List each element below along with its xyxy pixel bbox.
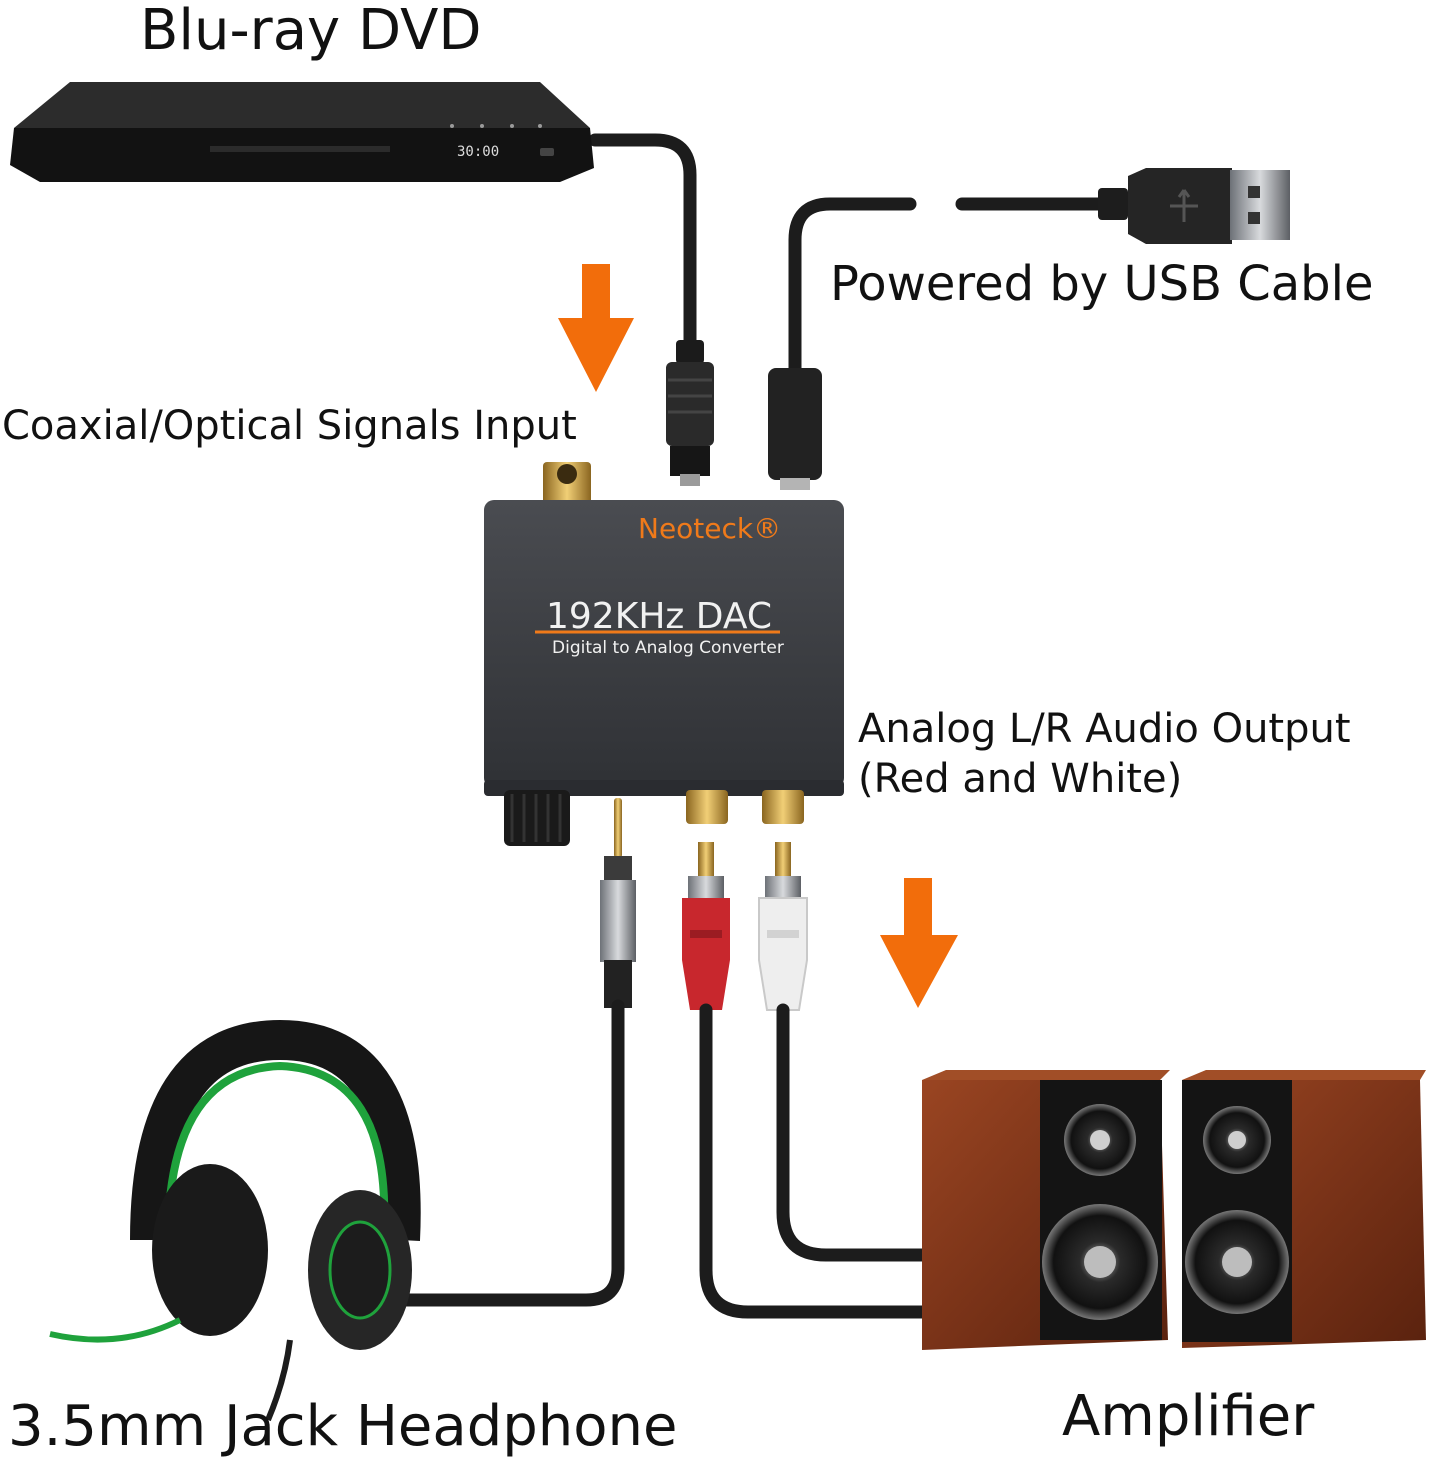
player-disc-tray (210, 146, 390, 152)
optical-connector-icon (666, 340, 714, 486)
label-usb-power: Powered by USB Cable (830, 256, 1374, 312)
cables-actual (393, 999, 929, 1319)
label-analog-output-line2: (Red and White) (858, 756, 1183, 802)
upper-cables (588, 133, 1107, 377)
player-display: 30:00 (457, 144, 500, 160)
dac-device (484, 462, 844, 846)
rca-output-jack-right (762, 790, 804, 824)
label-signal-input: Coaxial/Optical Signals Input (2, 403, 577, 449)
volume-knob (504, 790, 570, 846)
player-led (510, 124, 514, 128)
speaker-left (922, 1070, 1170, 1350)
player-led (538, 124, 542, 128)
micro-usb-connector-icon (768, 368, 822, 490)
player-front (10, 128, 594, 182)
down-arrow-icon (558, 264, 634, 392)
rca-output-jack-left (686, 790, 728, 824)
jack-connector-icon (600, 798, 636, 1008)
label-analog-output-line1: Analog L/R Audio Output (858, 706, 1351, 752)
player-usb-port (540, 148, 554, 156)
cable-white-actual (776, 1003, 929, 1262)
rca-connector-icon (682, 842, 730, 1010)
dac-bottom-edge (484, 780, 844, 796)
usb-cable-left (788, 197, 917, 377)
player-led (480, 124, 484, 128)
speaker-right (1182, 1070, 1426, 1348)
label-analog-output: Analog L/R Audio Output (Red and White) (858, 704, 1351, 804)
dac-brand-logo: Neoteck® (638, 512, 782, 545)
usb-plug-icon (1098, 168, 1290, 244)
cable-headphone-actual (393, 999, 625, 1307)
rca-connector-icon (758, 842, 808, 1011)
dac-body (484, 500, 844, 788)
cable-red-actual (699, 1003, 929, 1319)
player-led (450, 124, 454, 128)
dac-model: 192KHz DAC (546, 596, 772, 637)
label-amplifier: Amplifier (1062, 1384, 1315, 1449)
dac-subtitle: Digital to Analog Converter (552, 638, 784, 658)
player-top (14, 82, 590, 128)
down-arrow-icon (880, 878, 958, 1008)
label-headphone: 3.5mm Jack Headphone (8, 1394, 678, 1459)
bluray-player (10, 82, 594, 182)
headphones (49, 1019, 421, 1422)
optical-cable (588, 133, 697, 352)
label-bluray-dvd: Blu-ray DVD (140, 0, 482, 63)
